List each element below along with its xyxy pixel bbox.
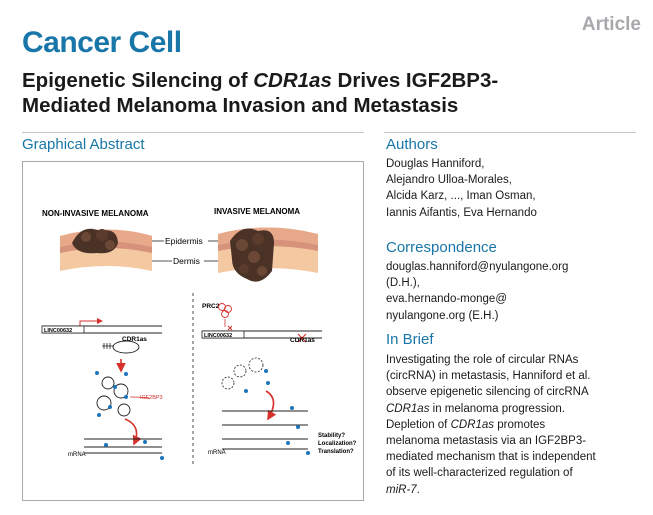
graphical-abstract-frame: [22, 161, 364, 501]
graphical-abstract-heading: Graphical Abstract: [22, 136, 145, 153]
authors-line: Douglas Hanniford,: [386, 158, 485, 170]
title-part-1: Epigenetic Silencing of: [22, 69, 254, 92]
correspondence-heading: Correspondence: [386, 239, 497, 256]
non-invasive-mechanism: LINC00632 CDR1as IGF2BP3 mRNA: [41, 318, 164, 460]
question-translation: Translation?: [318, 449, 354, 455]
invasive-title: INVASIVE MELANOMA: [214, 207, 300, 216]
summary-line: (circRNA) in metastasis, Hanniford et al…: [386, 370, 591, 383]
summary-line: Depletion of CDR1as promotes: [386, 417, 641, 433]
journal-name: Cancer Cell: [22, 26, 182, 59]
summary-line: CDR1as in melanoma progression.: [386, 401, 641, 417]
summary-text: in melanoma progression.: [429, 402, 565, 415]
question-stability: Stability?: [318, 433, 345, 439]
summary-line: miR-7.: [386, 482, 641, 498]
correspondence-emails: douglas.hanniford@nyulangone.org (D.H.),…: [386, 259, 641, 324]
title-part-2: Drives IGF2BP3-: [331, 69, 499, 92]
authors-list: Douglas Hanniford, Alejandro Ulloa-Moral…: [386, 156, 641, 221]
paper-title: Epigenetic Silencing of CDR1as Drives IG…: [22, 68, 582, 118]
authors-line: Alcida Karz, ..., Iman Osman,: [386, 190, 536, 203]
authors-line: Iannis Aifantis, Eva Hernando: [386, 206, 537, 219]
igf2bp3-label: IGF2BP3: [140, 395, 163, 401]
authors-line: Alejandro Ulloa-Morales,: [386, 174, 512, 187]
question-localization: Localization?: [318, 441, 357, 447]
title-gene-name: CDR1as: [253, 69, 332, 92]
summary-line: Investigating the role of circular RNAs: [386, 354, 579, 366]
in-brief-heading: In Brief: [386, 331, 434, 348]
cdr1as-label-right: CDR1as: [290, 337, 315, 344]
prc2-label: PRC2: [202, 303, 220, 310]
graphical-abstract-figure: NON-INVASIVE MELANOMA INVASIVE MELANOMA …: [41, 207, 357, 466]
dermis-label: Dermis: [173, 256, 200, 266]
cdr1as-label-left: CDR1as: [122, 336, 147, 343]
summary-text: .: [416, 483, 420, 496]
correspondence-line: (D.H.),: [386, 277, 420, 290]
invasive-mechanism: PRC2 LINC00632 CDR1as mRNA Stability? Lo…: [201, 303, 357, 456]
summary-text: promotes: [494, 418, 546, 431]
gene-name-italic: CDR1as: [386, 402, 430, 415]
summary-line: mediated mechanism that is independent: [386, 451, 596, 464]
mrna-label-left: mRNA: [68, 452, 86, 458]
summary-line: of its well-characterized regulation of: [386, 467, 573, 480]
summary-line: melanoma metastasis via an IGF2BP3-: [386, 435, 587, 448]
right-divider: [384, 132, 636, 133]
mrna-label-right: mRNA: [208, 450, 226, 456]
title-line-2: Mediated Melanoma Invasion and Metastasi…: [22, 94, 459, 117]
summary-line: observe epigenetic silencing of circRNA: [386, 386, 589, 399]
authors-heading: Authors: [386, 136, 438, 153]
article-type-label: Article: [581, 14, 641, 35]
summary-text: Depletion of: [386, 418, 451, 431]
email-link[interactable]: nyulangone.org (E.H.): [386, 309, 499, 322]
in-brief-summary: Investigating the role of circular RNAs …: [386, 352, 641, 498]
linc-label-left: LINC00632: [44, 328, 72, 334]
non-invasive-title: NON-INVASIVE MELANOMA: [42, 209, 149, 218]
epidermis-label: Epidermis: [165, 236, 203, 246]
linc-label-right: LINC00632: [204, 333, 232, 339]
invasive-skin-illustration: [218, 227, 318, 282]
gene-name-italic: CDR1as: [450, 418, 495, 431]
email-link[interactable]: douglas.hanniford@nyulangone.org: [386, 261, 569, 273]
left-divider: [22, 132, 364, 133]
non-invasive-skin-illustration: [60, 228, 152, 271]
email-link[interactable]: eva.hernando-monge@: [386, 293, 508, 306]
mirna-name-italic: miR-7: [386, 483, 417, 496]
